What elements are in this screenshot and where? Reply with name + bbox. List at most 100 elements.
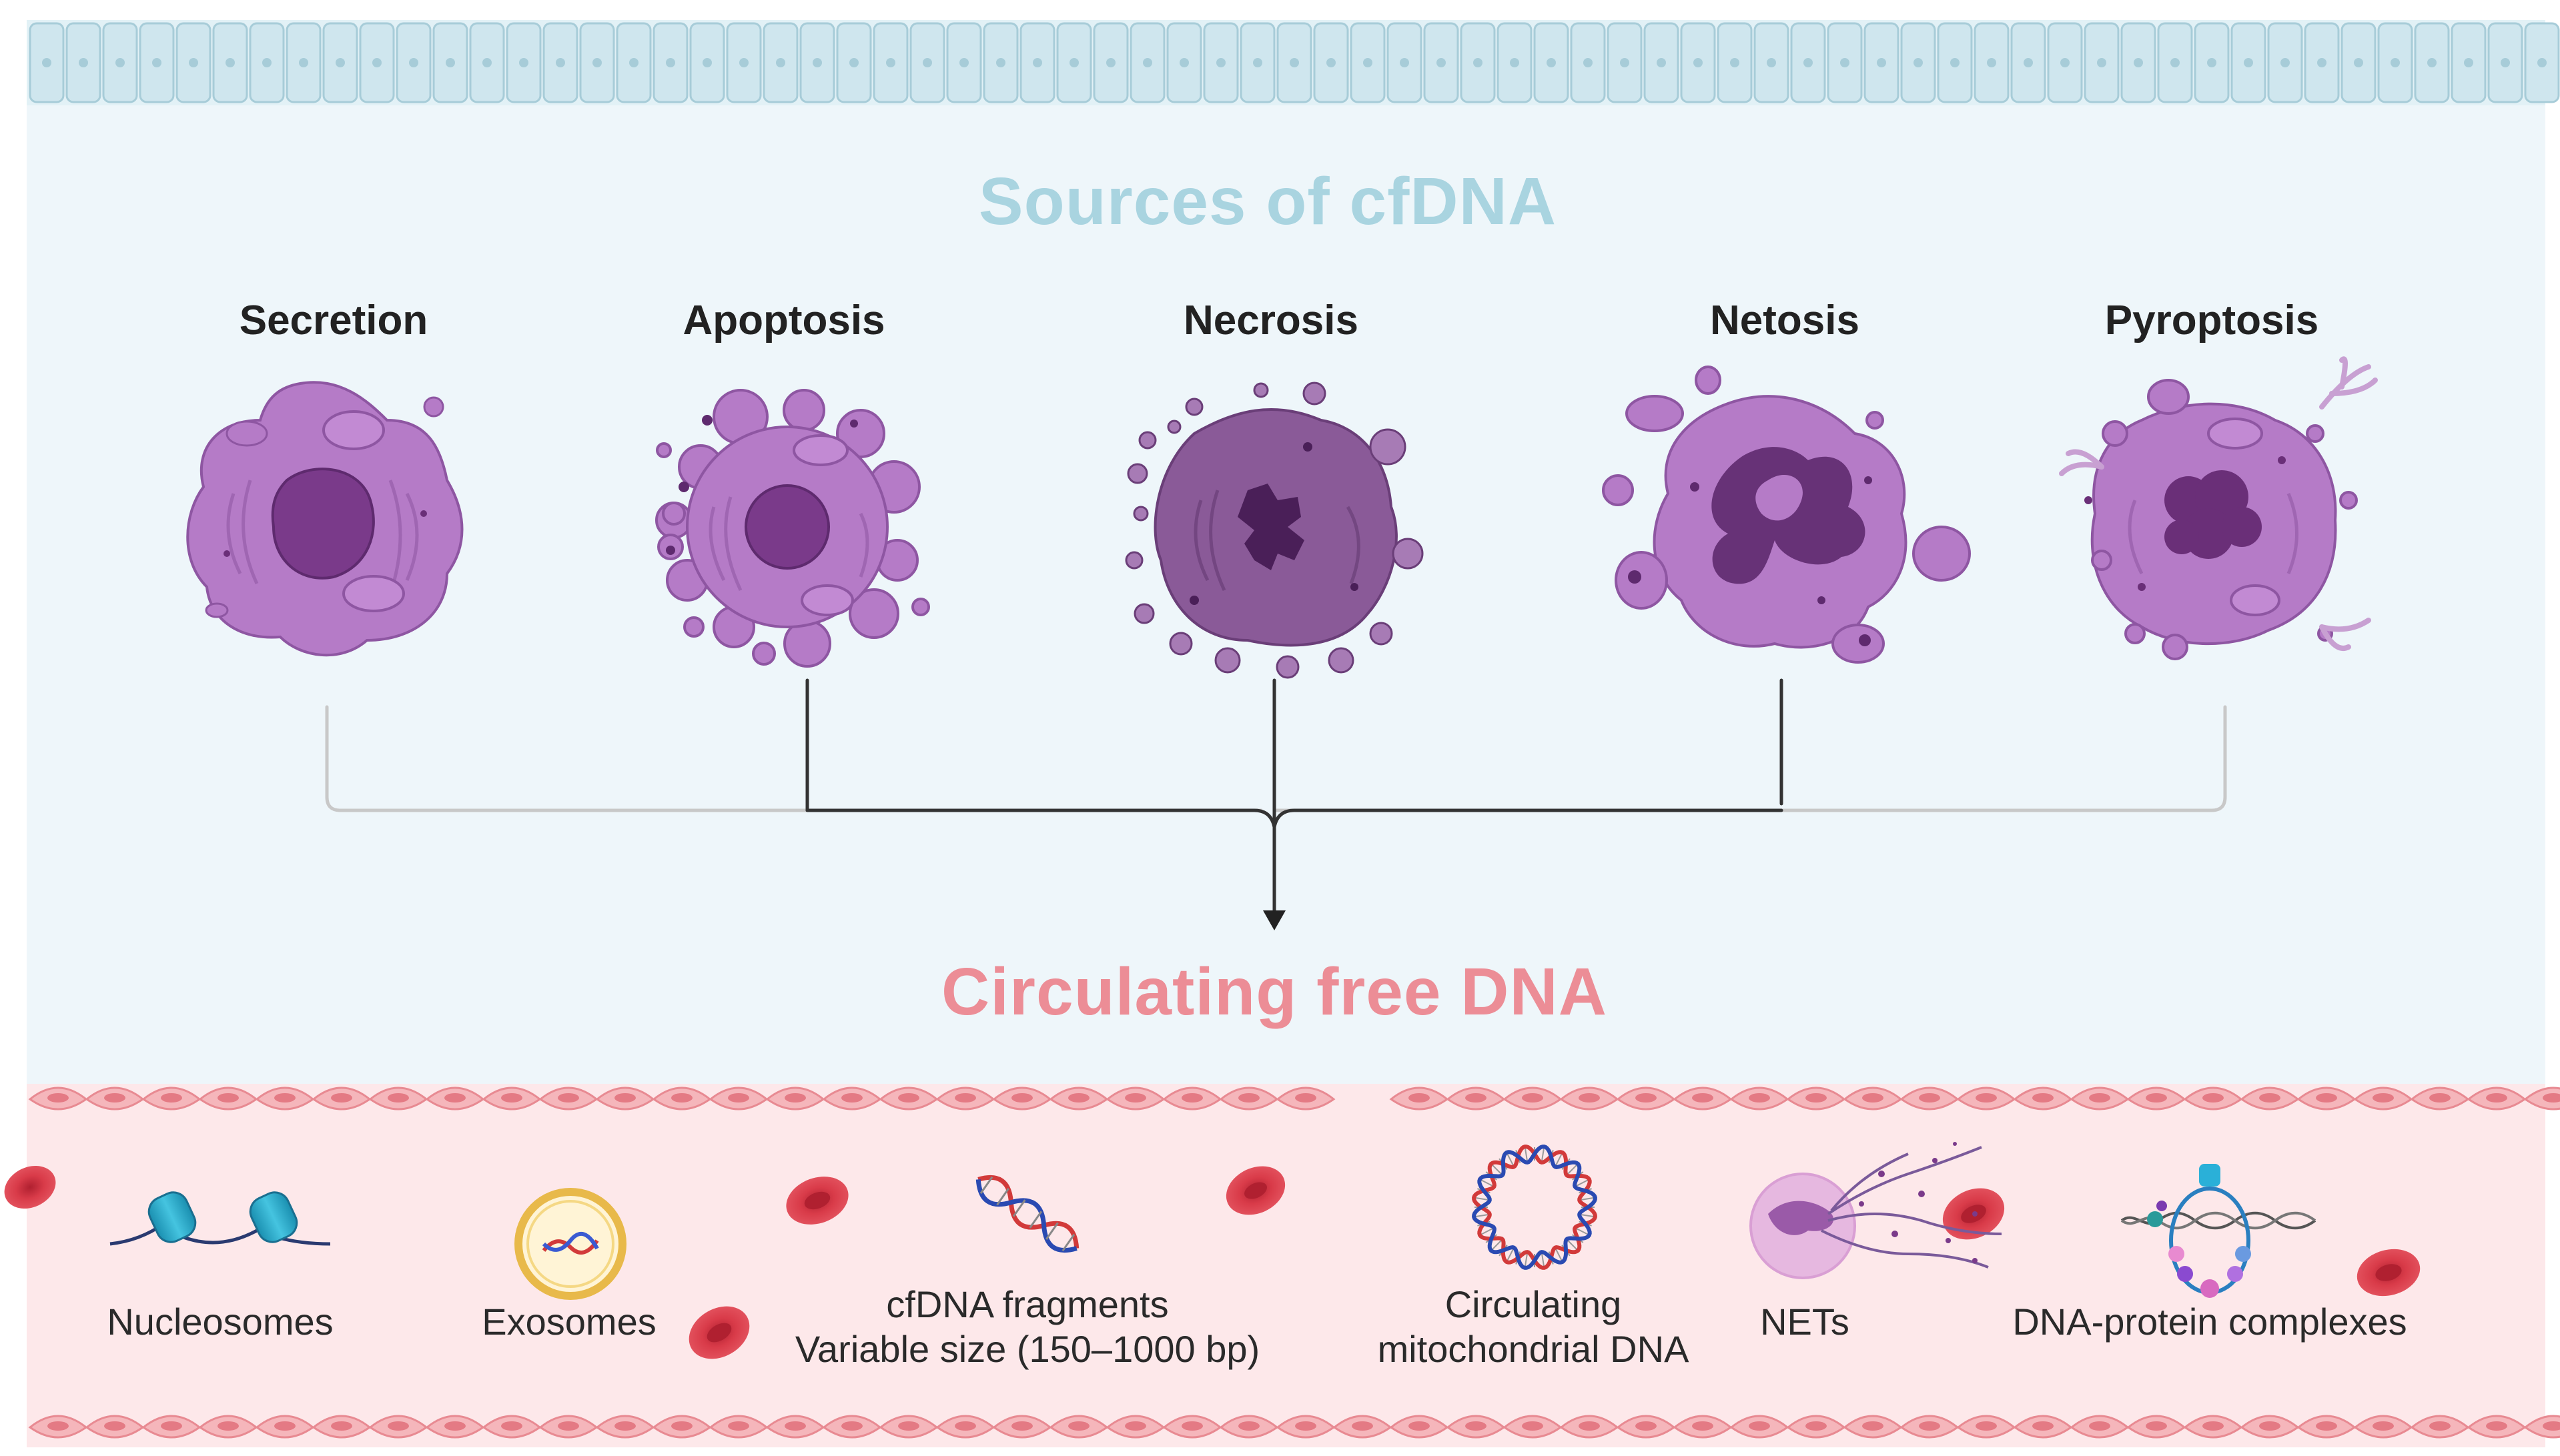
endothelial-nucleus <box>2429 1093 2451 1103</box>
endothelial-nucleus <box>444 1421 466 1431</box>
epithelial-nucleus <box>2207 58 2216 67</box>
endothelial-nucleus <box>2429 1421 2451 1431</box>
endothelial-nucleus <box>2259 1093 2280 1103</box>
endothelial-nucleus <box>1635 1421 1657 1431</box>
endothelial-nucleus <box>47 1093 69 1103</box>
endothelial-nucleus <box>1125 1421 1146 1431</box>
endothelial-nucleus <box>1862 1093 1883 1103</box>
endothelial-nucleus <box>1749 1093 1770 1103</box>
endothelial-nucleus <box>898 1421 919 1431</box>
mtdna-base-pair <box>1541 1253 1545 1267</box>
endothelial-nucleus <box>785 1421 806 1431</box>
epithelial-nucleus <box>1950 58 1960 67</box>
epithelial-nucleus <box>666 58 675 67</box>
epithelial-nucleus <box>42 58 51 67</box>
epithelial-nucleus <box>446 58 455 67</box>
endothelial-nucleus <box>331 1421 352 1431</box>
endothelial-nucleus <box>1238 1421 1260 1431</box>
endothelial-nucleus <box>501 1093 522 1103</box>
endothelial-nucleus <box>2543 1421 2560 1431</box>
endothelial-nucleus <box>2146 1421 2167 1431</box>
mtdna-base-pair <box>1580 1197 1595 1201</box>
epithelial-nucleus <box>1326 58 1336 67</box>
epithelial-nucleus <box>1290 58 1299 67</box>
endothelial-nucleus <box>728 1093 749 1103</box>
epithelial-nucleus <box>2537 58 2547 67</box>
epithelial-nucleus <box>556 58 565 67</box>
epithelial-nucleus <box>1143 58 1152 67</box>
endothelium-bottom <box>27 1414 2560 1441</box>
endothelial-nucleus <box>1182 1421 1203 1431</box>
endothelial-nucleus <box>388 1093 409 1103</box>
mitochondrial-dna-icon <box>1472 1145 1597 1270</box>
epithelial-nucleus <box>2464 58 2473 67</box>
nets-icon <box>1749 1142 2002 1279</box>
epithelial-nucleus <box>189 58 198 67</box>
secretion-label: Secretion <box>239 297 428 343</box>
endothelial-nucleus <box>1919 1093 1940 1103</box>
endothelial-nucleus <box>1182 1093 1203 1103</box>
endothelial-nucleus <box>161 1093 182 1103</box>
endothelial-nucleus <box>1862 1421 1883 1431</box>
endothelial-nucleus <box>1635 1093 1657 1103</box>
epithelial-nucleus <box>1473 58 1482 67</box>
endothelial-nucleus <box>955 1093 976 1103</box>
sources-title: Sources of cfDNA <box>978 164 1557 239</box>
epithelial-nucleus <box>2097 58 2106 67</box>
epithelial-nucleus <box>739 58 749 67</box>
nucleosomes-icon <box>109 1191 331 1246</box>
epithelial-nucleus <box>629 58 638 67</box>
epithelial-nucleus <box>1913 58 1923 67</box>
epithelial-nucleus <box>299 58 308 67</box>
endothelial-nucleus <box>274 1093 296 1103</box>
endothelial-nucleus <box>501 1421 522 1431</box>
endothelial-nucleus <box>2373 1093 2394 1103</box>
endothelial-nucleus <box>2316 1093 2337 1103</box>
cfdna-fragment-icon <box>975 1175 1080 1253</box>
epithelial-nucleus <box>959 58 969 67</box>
epithelial-nucleus <box>2060 58 2070 67</box>
epithelial-nucleus <box>152 58 161 67</box>
epithelial-nucleus <box>2244 58 2253 67</box>
endothelial-nucleus <box>1125 1093 1146 1103</box>
endothelial-nucleus <box>2543 1093 2560 1103</box>
endothelial-nucleus <box>2089 1421 2110 1431</box>
endothelial-nucleus <box>2373 1421 2394 1431</box>
endothelial-nucleus <box>558 1093 579 1103</box>
epithelial-nucleus <box>2391 58 2400 67</box>
endothelial-nucleus <box>955 1421 976 1431</box>
endothelial-nucleus <box>1408 1093 1430 1103</box>
epithelial-nucleus <box>336 58 345 67</box>
endothelial-nucleus <box>1068 1093 1090 1103</box>
netosis-label: Netosis <box>1710 297 1859 343</box>
epithelial-nucleus <box>1106 58 1116 67</box>
epithelial-nucleus <box>115 58 125 67</box>
epithelial-nucleus <box>1216 58 1226 67</box>
epithelial-nucleus <box>1730 58 1739 67</box>
mtdna-base-pair <box>1524 1147 1529 1162</box>
endothelial-nucleus <box>2089 1093 2110 1103</box>
epithelial-nucleus <box>1510 58 1519 67</box>
endothelial-nucleus <box>388 1421 409 1431</box>
necrosis-label: Necrosis <box>1184 297 1358 343</box>
dna-protein-complex-icon <box>2120 1164 2316 1298</box>
connector-lines <box>325 678 2227 916</box>
endothelial-cell <box>2523 1415 2560 1439</box>
nets-label: NETs <box>1760 1301 1849 1343</box>
exosomes-label: Exosomes <box>482 1301 657 1343</box>
epithelial-nucleus <box>1180 58 1189 67</box>
pyroptosis-label: Pyroptosis <box>2104 297 2319 343</box>
blood-vessel-lumen <box>27 1084 2545 1447</box>
circulating-free-dna-title: Circulating free DNA <box>941 954 1607 1029</box>
endothelial-nucleus <box>2032 1093 2054 1103</box>
endothelial-nucleus <box>104 1421 125 1431</box>
epithelial-nucleus <box>776 58 785 67</box>
endothelial-nucleus <box>1011 1421 1033 1431</box>
endothelial-cell <box>2523 1086 2560 1111</box>
endothelial-nucleus <box>614 1093 636 1103</box>
endothelial-nucleus <box>218 1093 239 1103</box>
endothelial-nucleus <box>728 1421 749 1431</box>
mtdna-base-pair <box>1474 1197 1489 1201</box>
mtdna-base-pair <box>1555 1248 1563 1261</box>
